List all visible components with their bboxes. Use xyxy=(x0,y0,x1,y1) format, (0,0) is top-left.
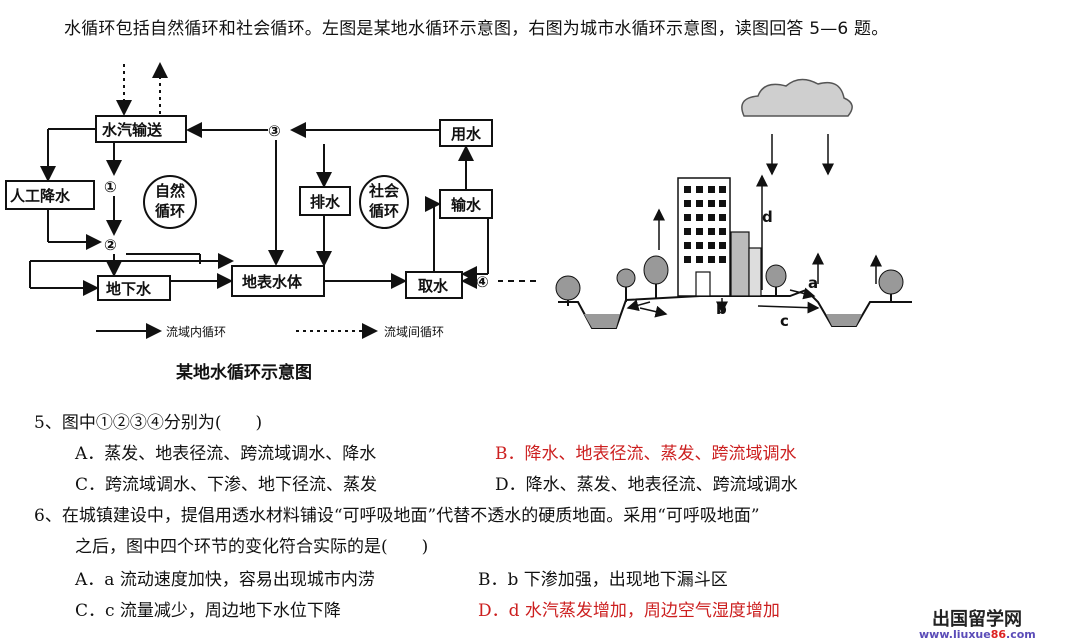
right-pool xyxy=(826,314,862,326)
label-d: d xyxy=(762,208,773,226)
question-5-option-a: A．蒸发、地表径流、跨流域调水、降水 xyxy=(75,444,377,464)
question-5-option-d: D．降水、蒸发、地表径流、跨流域调水 xyxy=(495,475,798,495)
ellipse-natural xyxy=(143,175,197,229)
label-drainage: 排水 xyxy=(310,193,341,211)
label-vapor: 水汽输送 xyxy=(102,121,163,139)
watermark-url-highlight: 86 xyxy=(990,628,1007,641)
label-surface-water: 地表水体 xyxy=(242,273,303,291)
label-use-water: 用水 xyxy=(451,125,482,143)
label-intake: 取水 xyxy=(418,277,449,295)
question-6-stem-line1: 6、在城镇建设中，提倡用透水材料铺设“可呼吸地面”代替不透水的硬质地面。采用“可… xyxy=(34,506,760,526)
short-building-1 xyxy=(730,231,750,297)
diagrams: 水汽输送 人工降水 地下水 地表水体 排水 用水 输水 取水 自然 循环 社会 … xyxy=(5,62,912,383)
ellipse-social xyxy=(359,175,409,229)
label-groundwater: 地下水 xyxy=(106,280,152,298)
label-social-1: 社会 xyxy=(368,182,399,200)
cloud-icon xyxy=(741,78,853,117)
marker-4: ④ xyxy=(476,273,489,291)
question-6-option-b: B．b 下渗加强，出现地下漏斗区 xyxy=(478,570,728,590)
watermark-url-prefix: www.liuxue xyxy=(919,628,991,641)
left-water-cycle-diagram xyxy=(5,62,536,339)
short-building-2 xyxy=(748,247,762,297)
watermark-url[interactable]: www.liuxue86.com xyxy=(919,628,1036,641)
right-city-water-cycle-diagram: a b c d xyxy=(555,78,912,330)
marker-2: ② xyxy=(104,236,117,254)
question-6-option-d: D．d 水汽蒸发增加，周边空气湿度增加 xyxy=(478,601,780,621)
label-b: b xyxy=(716,300,727,318)
label-c: c xyxy=(780,312,789,330)
watermark-url-suffix: .com xyxy=(1006,628,1036,641)
legend-solid-label: 流域内循环 xyxy=(166,325,226,339)
question-5-stem: 5、图中①②③④分别为( ) xyxy=(34,413,263,433)
question-6-option-a: A．a 流动速度加快，容易出现城市内涝 xyxy=(75,570,375,590)
label-transport-water: 输水 xyxy=(451,196,482,214)
marker-3: ③ xyxy=(268,122,281,140)
label-natural-1: 自然 xyxy=(155,182,185,200)
question-5-option-c: C．跨流域调水、下渗、地下径流、蒸发 xyxy=(75,475,378,495)
label-natural-2: 循环 xyxy=(155,202,185,220)
question-5-option-b: B．降水、地表径流、蒸发、跨流域调水 xyxy=(495,444,797,464)
marker-1: ① xyxy=(104,178,117,196)
tall-building xyxy=(677,177,731,297)
label-social-2: 循环 xyxy=(369,202,399,220)
left-diagram-title: 某地水循环示意图 xyxy=(176,362,312,383)
label-artificial-rain: 人工降水 xyxy=(10,187,71,205)
question-6-option-c: C．c 流量减少，周边地下水位下降 xyxy=(75,601,341,621)
intro-text: 水循环包括自然循环和社会循环。左图是某地水循环示意图，右图为城市水循环示意图，读… xyxy=(64,19,889,39)
label-a: a xyxy=(808,274,818,292)
left-pool xyxy=(584,314,620,328)
left-diagram-labels: 水汽输送 人工降水 地下水 地表水体 排水 用水 输水 取水 自然 循环 社会 … xyxy=(10,121,489,383)
question-6-stem-line2: 之后，图中四个环节的变化符合实际的是( ) xyxy=(75,537,429,557)
watermark-name: 出国留学网 xyxy=(932,609,1022,630)
legend-dashed-label: 流域间循环 xyxy=(384,325,444,339)
